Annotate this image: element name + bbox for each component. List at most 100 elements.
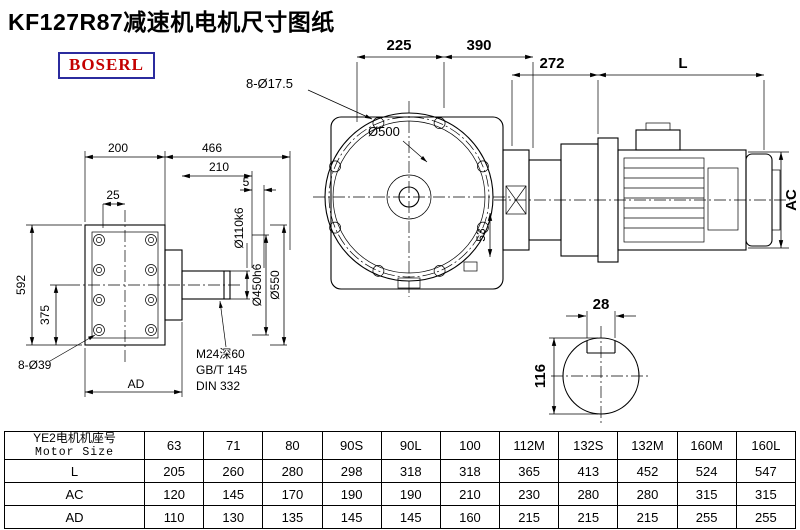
motor-size-column: 112M (499, 430, 560, 461)
dimension-value: 145 (380, 505, 441, 530)
svg-text:AD: AD (128, 377, 145, 391)
dimension-value: 280 (558, 482, 619, 507)
dimension-value: 145 (321, 505, 382, 530)
svg-text:466: 466 (202, 141, 222, 155)
output-shaft (181, 270, 231, 300)
dimension-value: 315 (735, 482, 797, 507)
dim-375: 375 (38, 284, 68, 345)
motor-size-column: 80 (262, 430, 323, 461)
dimension-row-label: AD (4, 505, 145, 530)
svg-text:5: 5 (243, 175, 250, 189)
dim-272: 272 (511, 55, 599, 146)
keyway (586, 341, 616, 354)
dimension-value: 215 (499, 505, 560, 530)
dim-AD: AD (84, 322, 183, 397)
dimension-value: 318 (380, 459, 441, 484)
dimension-value: 280 (262, 459, 323, 484)
dim-200: 200 (84, 141, 166, 246)
shaft-cover-detail (505, 185, 527, 215)
table-header-en: Motor Size (34, 445, 114, 459)
dimension-value: 524 (676, 459, 737, 484)
motor-size-column: 132M (617, 430, 678, 461)
table-header-cn: YE2电机机座号 (33, 431, 116, 445)
dia-spigot-callout: Ø450h6 (250, 234, 269, 336)
dimension-value: 190 (321, 482, 382, 507)
dimension-value: 230 (499, 482, 560, 507)
front-bolt-holes (329, 117, 489, 277)
motor-size-column: 160L (735, 430, 797, 461)
motor-size-column: 100 (439, 430, 501, 461)
dim-592: 592 (14, 224, 82, 346)
svg-text:8-Ø17.5: 8-Ø17.5 (246, 76, 293, 91)
dia-shaft-callout: Ø110k6 (230, 207, 250, 300)
front-holes-callout: 8-Ø17.5 (246, 76, 373, 120)
svg-text:GB/T 145: GB/T 145 (196, 363, 247, 377)
shaft-cross-section: 28 116 (532, 296, 651, 426)
dimension-value: 452 (617, 459, 678, 484)
dimension-value: 205 (143, 459, 205, 484)
dimension-value: 210 (439, 482, 501, 507)
svg-text:DIN 332: DIN 332 (196, 379, 240, 393)
flange-circular-view: 8-Ø17.5 Ø500 225 390 53 (246, 37, 534, 297)
dim-466: 466 (165, 141, 291, 250)
rear-holes-callout: 8-Ø39 (18, 334, 96, 372)
dim-28: 28 (566, 296, 636, 338)
terminal-box (635, 122, 681, 151)
svg-text:375: 375 (38, 305, 52, 325)
dimension-value: 255 (735, 505, 797, 530)
dimension-row-label: L (4, 459, 145, 484)
dim-225: 225 (356, 37, 445, 122)
svg-text:592: 592 (14, 275, 28, 295)
dim-116: 116 (532, 337, 598, 415)
dim-AC: AC (748, 151, 800, 249)
svg-text:53: 53 (474, 228, 488, 242)
dim-210: 210 (182, 160, 253, 268)
dimension-value: 315 (676, 482, 737, 507)
svg-text:390: 390 (466, 37, 491, 54)
svg-text:AC: AC (783, 189, 800, 211)
svg-text:225: 225 (386, 37, 411, 54)
svg-text:Ø110k6: Ø110k6 (232, 207, 246, 248)
svg-text:25: 25 (106, 188, 120, 202)
shaft-end-thread-callout: M24深60 GB/T 145 DIN 332 (196, 300, 247, 393)
svg-text:8-Ø39: 8-Ø39 (18, 358, 52, 372)
dimension-value: 413 (558, 459, 619, 484)
dimension-value: 318 (439, 459, 501, 484)
dim-390: 390 (444, 37, 534, 148)
motor-size-column: 160M (676, 430, 737, 461)
dimension-value: 215 (558, 505, 619, 530)
svg-text:200: 200 (108, 141, 128, 155)
rear-bolt-holes (93, 234, 157, 336)
dimension-value: 190 (380, 482, 441, 507)
svg-text:L: L (678, 55, 687, 72)
dimension-value: 130 (203, 505, 264, 530)
dia-flange-callout: Ø550 (268, 224, 287, 346)
dimension-value: 120 (143, 482, 205, 507)
svg-text:M24深60: M24深60 (196, 347, 245, 361)
dimension-value: 260 (203, 459, 264, 484)
svg-text:210: 210 (209, 160, 229, 174)
dimension-value: 135 (262, 505, 323, 530)
dimension-value: 170 (262, 482, 323, 507)
brand-logo: BOSERL (58, 52, 155, 79)
dimension-value: 280 (617, 482, 678, 507)
svg-text:28: 28 (593, 296, 610, 313)
dim-25: 25 (102, 188, 125, 228)
technical-drawing: 200 466 210 5 25 (14, 37, 800, 426)
motor-size-column: 63 (143, 430, 205, 461)
dimension-value: 215 (617, 505, 678, 530)
dim-L: L (598, 55, 765, 150)
table-header-cell: YE2电机机座号 Motor Size (4, 430, 145, 461)
dimension-value: 160 (439, 505, 501, 530)
svg-text:Ø450h6: Ø450h6 (250, 263, 264, 306)
dimension-value: 365 (499, 459, 560, 484)
dimension-value: 110 (143, 505, 205, 530)
dimension-value: 547 (735, 459, 797, 484)
shaft-circle (562, 337, 640, 415)
dimension-value: 255 (676, 505, 737, 530)
dim-53: 53 (474, 213, 493, 257)
